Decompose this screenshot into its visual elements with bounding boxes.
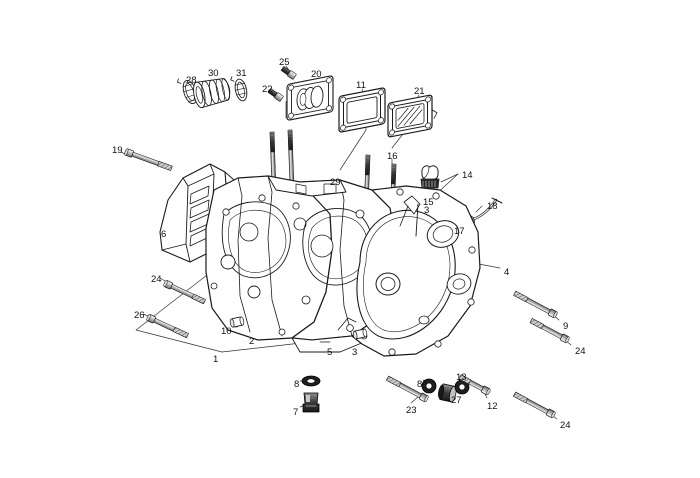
part-22-bolt bbox=[267, 88, 284, 102]
part-30-intake-boot bbox=[193, 78, 231, 109]
part-25-bolt bbox=[280, 66, 297, 80]
part-23-bolt bbox=[386, 375, 429, 403]
callout-26: 26 bbox=[134, 310, 145, 321]
part-11-reed-gasket bbox=[338, 87, 386, 133]
callout-15: 15 bbox=[423, 197, 434, 208]
callout-2: 2 bbox=[249, 336, 255, 347]
part-27-oil-bolt bbox=[438, 383, 457, 403]
part-7-drain-plug bbox=[302, 392, 320, 413]
callout-5: 5 bbox=[327, 347, 333, 358]
callout-11: 11 bbox=[356, 80, 366, 91]
callout-30: 30 bbox=[208, 68, 219, 79]
callout-3-lower: 3 bbox=[352, 347, 358, 358]
callout-21: 21 bbox=[414, 86, 425, 97]
part-21-reed-valve-cage bbox=[387, 94, 438, 138]
callout-22: 22 bbox=[262, 84, 273, 95]
part-10-collar bbox=[229, 316, 245, 328]
callout-24-right-middle: 24 bbox=[575, 346, 586, 357]
part-1-2-crankcase-assembly bbox=[205, 175, 397, 353]
part-5-case-rib bbox=[337, 317, 357, 331]
callout-29: 29 bbox=[330, 177, 341, 188]
callout-23: 23 bbox=[406, 405, 417, 416]
callout-31: 31 bbox=[236, 68, 247, 79]
callout-14: 14 bbox=[462, 170, 473, 181]
part-3-collar-lower bbox=[352, 328, 368, 340]
callout-18: 18 bbox=[487, 201, 498, 212]
part-18-breather-hose bbox=[472, 197, 503, 221]
callout-20: 20 bbox=[311, 69, 322, 80]
part-24-bolt-left-upper bbox=[163, 280, 206, 305]
callout-19: 19 bbox=[112, 145, 123, 156]
part-24-bolt-bottom-right bbox=[513, 391, 556, 419]
callout-10: 10 bbox=[221, 326, 232, 337]
callout-24-bottom-right: 24 bbox=[560, 420, 571, 431]
callout-16: 16 bbox=[387, 151, 398, 162]
callout-3-upper: 3 bbox=[424, 205, 430, 216]
part-26-bolt bbox=[146, 314, 189, 339]
part-9-bolt bbox=[513, 290, 558, 319]
part-19-bolt bbox=[124, 148, 173, 171]
callout-17: 17 bbox=[454, 226, 465, 237]
callout-9: 9 bbox=[563, 321, 569, 332]
callout-7: 7 bbox=[293, 407, 299, 418]
callout-8-right: 8 bbox=[417, 379, 423, 390]
callout-28: 28 bbox=[186, 75, 197, 86]
part-14-oil-filler-cap bbox=[420, 165, 440, 189]
callout-1: 1 bbox=[213, 354, 219, 365]
part-12-bolt bbox=[458, 374, 491, 396]
callout-27: 27 bbox=[451, 395, 462, 406]
part-24-bolt-right-middle bbox=[529, 318, 570, 344]
callout-13: 13 bbox=[456, 372, 467, 383]
callout-4: 4 bbox=[504, 267, 510, 278]
part-8-sealing-washer-right bbox=[421, 378, 437, 394]
callout-24-left: 24 bbox=[151, 274, 162, 285]
part-4-clutch-cover bbox=[351, 185, 481, 357]
part-8-sealing-washer-left bbox=[301, 375, 321, 387]
callout-8-left: 8 bbox=[294, 379, 300, 390]
callout-25: 25 bbox=[279, 57, 290, 68]
part-20-reed-valve-body bbox=[286, 75, 334, 121]
callout-12: 12 bbox=[487, 401, 498, 412]
part-31-hose-clamp bbox=[230, 76, 248, 102]
callout-6: 6 bbox=[161, 229, 167, 240]
